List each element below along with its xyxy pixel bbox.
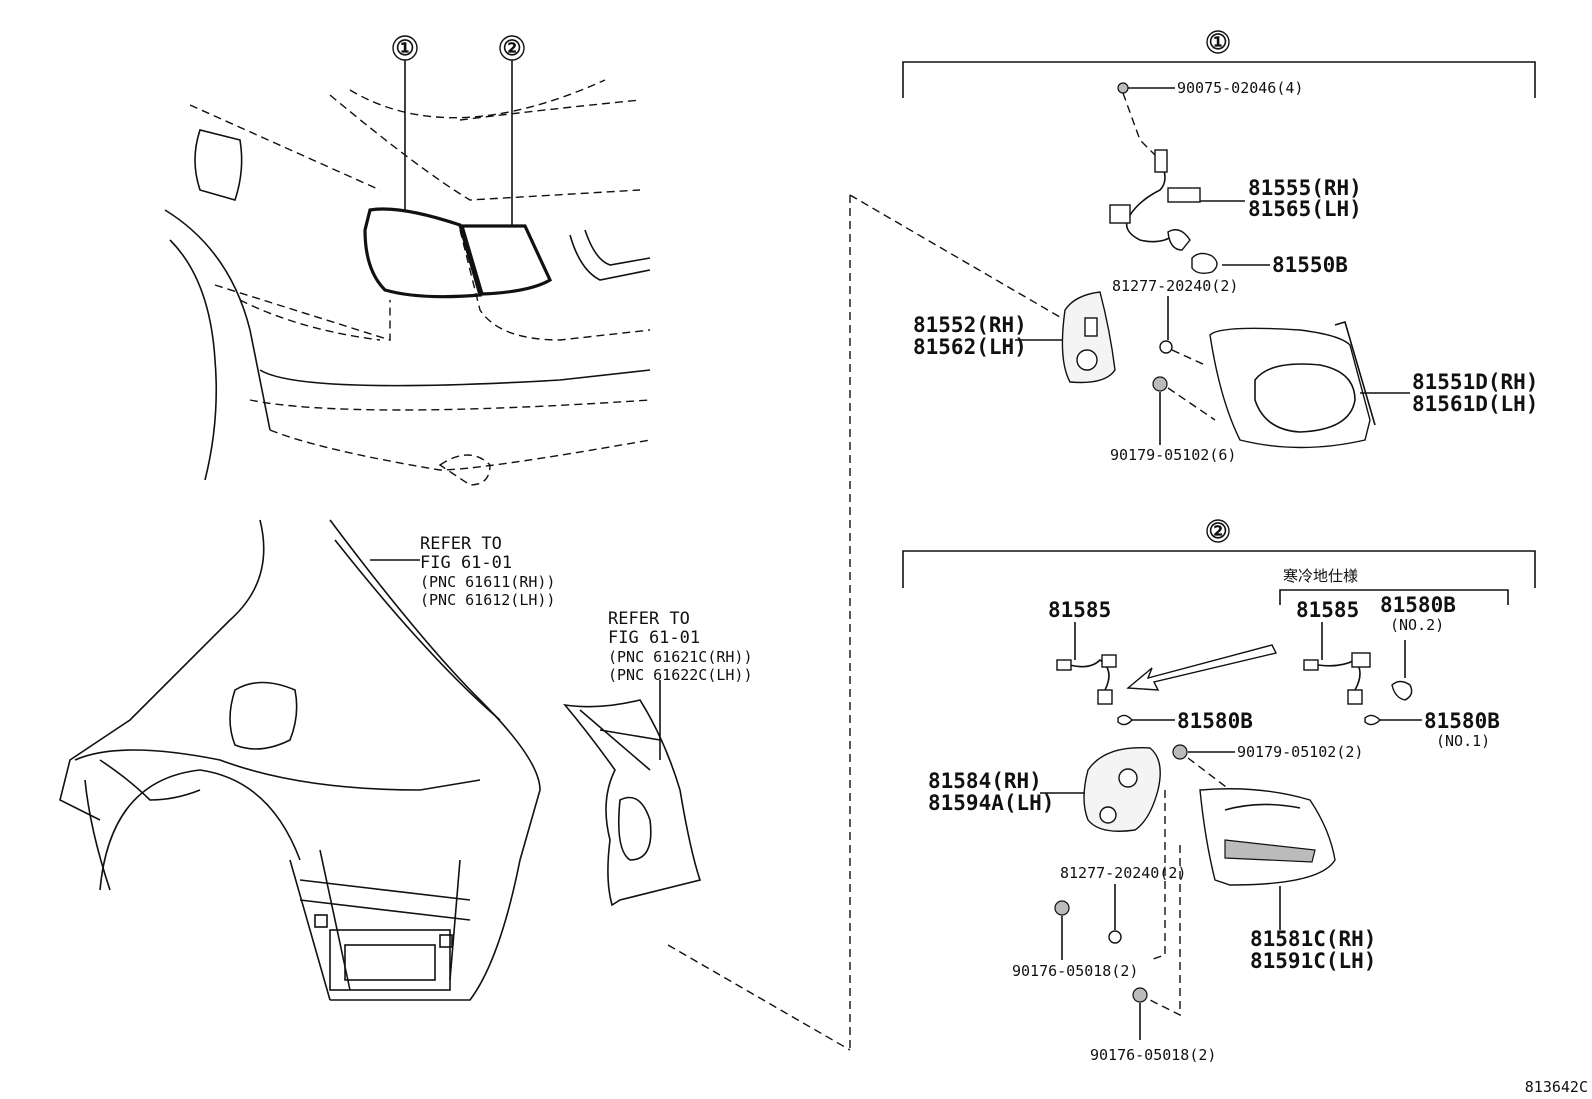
callout-2-frame <box>1206 519 1230 543</box>
clip-b-icon <box>1108 930 1122 944</box>
callout-2-car: ② <box>503 36 522 60</box>
g2-gasket-lh: 81594A(LH) <box>928 791 1054 815</box>
g2-bulb-a: 81580B <box>1177 709 1253 733</box>
g2-nut-a: 90176-05018(2) <box>1012 962 1138 980</box>
socket-wire-b-icon <box>1303 652 1371 705</box>
g2-bulb-no1: 81580B <box>1424 709 1500 733</box>
g2-socket-b: 81585 <box>1296 598 1359 622</box>
nut-d-icon <box>1132 987 1148 1003</box>
g2-bulb-no1-note: (NO.1) <box>1436 732 1490 750</box>
ref1-line1: REFER TO <box>420 534 502 554</box>
g1-socket-rh: 81555(RH) <box>1248 176 1362 200</box>
gasket-icon <box>1061 291 1116 384</box>
ref1-line3: (PNC 61611(RH)) <box>420 573 555 591</box>
g1-nut: 90179-05102(6) <box>1110 446 1236 464</box>
figure-id: 813642C <box>1525 1078 1588 1096</box>
bulb-no1-icon <box>1364 714 1381 726</box>
callout-1-frame <box>1206 30 1230 54</box>
ref1-line2: FIG 61-01 <box>420 553 512 573</box>
g2-lamp-rh: 81581C(RH) <box>1250 927 1376 951</box>
car-rear-view <box>164 35 651 486</box>
g1-clip: 81277-20240(2) <box>1112 277 1238 295</box>
bulb-a-icon <box>1117 714 1133 726</box>
inner-lamp-icon <box>1199 788 1336 886</box>
g2-nut-b: 90176-05018(2) <box>1090 1046 1216 1064</box>
g1-screw: 90075-02046(4) <box>1177 79 1303 97</box>
g2-lamp-lh: 81591C(LH) <box>1250 949 1376 973</box>
g2-socket-a: 81585 <box>1048 598 1111 622</box>
g2-nut: 90179-05102(2) <box>1237 743 1363 761</box>
bulb-icon <box>1191 252 1218 275</box>
g2-cold-spec: 寒冷地仕様 <box>1283 567 1358 585</box>
g1-bulb: 81550B <box>1272 253 1348 277</box>
nut-icon <box>1152 376 1168 392</box>
quarter-panel <box>59 519 541 1001</box>
group1-callout: ① <box>1209 30 1228 54</box>
g2-bulb-no2-note: (NO.2) <box>1390 616 1444 634</box>
inner-lamp-outline <box>459 224 553 296</box>
callout-1-car: ① <box>396 36 415 60</box>
gasket-b-icon <box>1083 746 1161 832</box>
g2-clip: 81277-20240(2) <box>1060 864 1186 882</box>
g1-lamp-lh: 81561D(LH) <box>1412 392 1538 416</box>
ref2-line1: REFER TO <box>608 609 690 629</box>
ref2-line2: FIG 61-01 <box>608 628 700 648</box>
g2-bulb-no2: 81580B <box>1380 593 1456 617</box>
arrow-icon <box>1126 644 1278 691</box>
g1-lamp-rh: 81551D(RH) <box>1412 370 1538 394</box>
outer-lamp-outline <box>363 207 483 299</box>
g2-gasket-rh: 81584(RH) <box>928 769 1042 793</box>
ref2-line3: (PNC 61621C(RH)) <box>608 648 753 666</box>
bulb-no2-icon <box>1391 680 1413 701</box>
screw-icon <box>1117 82 1129 94</box>
outer-lamp-icon <box>1209 321 1376 449</box>
socket-wire-a-icon <box>1056 654 1117 705</box>
ref2-line4: (PNC 61622C(LH)) <box>608 666 753 684</box>
inner-panel-bracket <box>563 680 702 907</box>
clip-icon <box>1159 340 1173 354</box>
ref1-line4: (PNC 61612(LH)) <box>420 591 555 609</box>
nut-c-icon <box>1054 900 1070 916</box>
g1-socket-lh: 81565(LH) <box>1248 197 1362 221</box>
group2-callout: ② <box>1209 519 1228 543</box>
socket-wire-icon <box>1109 149 1201 251</box>
g1-gasket-rh: 81552(RH) <box>913 313 1027 337</box>
g1-gasket-lh: 81562(LH) <box>913 335 1027 359</box>
nut-b-icon <box>1172 744 1188 760</box>
